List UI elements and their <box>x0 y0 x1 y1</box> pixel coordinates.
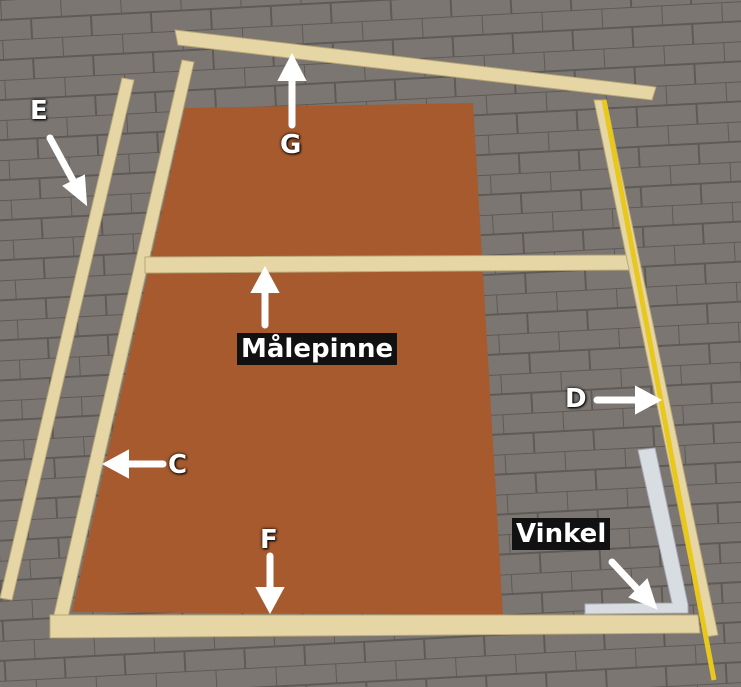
arrow-c <box>101 449 167 479</box>
arrow-g <box>277 52 307 129</box>
label-malepinne: Målepinne <box>237 333 398 365</box>
beam-e <box>0 77 135 601</box>
tape-measure <box>601 99 717 681</box>
arrow-malepinne <box>250 265 280 329</box>
arrow-e <box>46 134 88 207</box>
label-vinkel: Vinkel <box>512 518 611 550</box>
arrow-vinkel <box>608 558 658 610</box>
label-f: F <box>260 525 278 555</box>
arrow-f <box>255 552 285 615</box>
label-d: D <box>565 384 587 414</box>
beam-malepinne <box>144 254 631 274</box>
label-e: E <box>30 96 48 126</box>
beam-f <box>49 614 701 639</box>
label-g: G <box>280 130 302 160</box>
carpenter-square <box>584 447 689 615</box>
arrow-d <box>593 385 663 415</box>
label-c: C <box>168 450 188 480</box>
beam-g <box>174 29 657 101</box>
